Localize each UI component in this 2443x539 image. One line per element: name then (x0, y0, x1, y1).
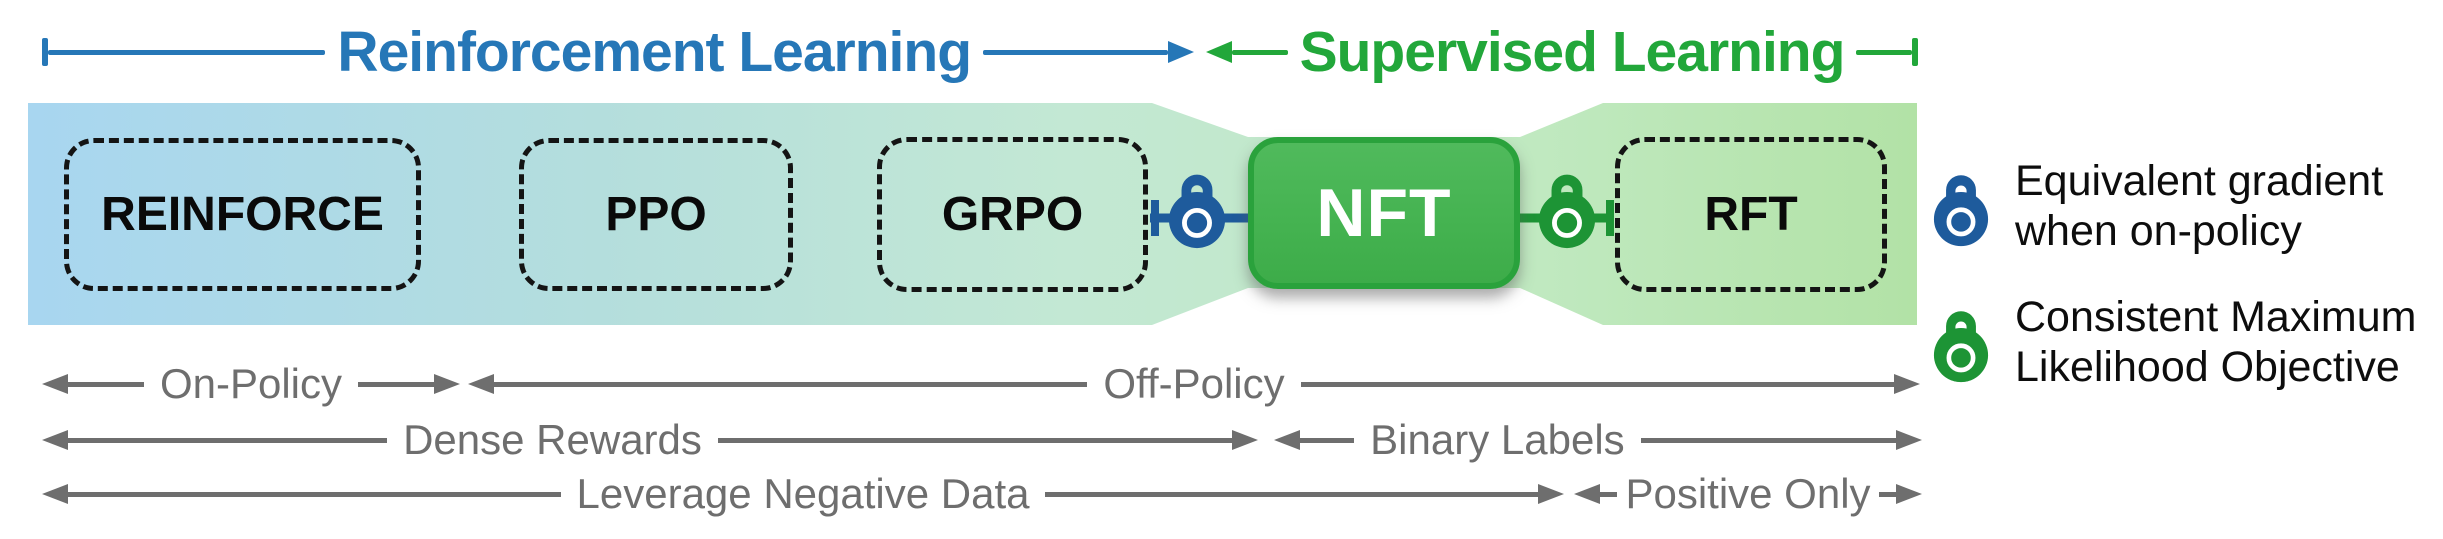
on-policy-label: On-Policy (159, 360, 343, 407)
arrowhead-left-icon (1574, 484, 1600, 504)
positive-only-label: Positive Only (1625, 470, 1871, 517)
grpo-label: GRPO (941, 188, 1084, 241)
arrowhead-right-icon (1896, 484, 1922, 504)
sl-header-label: Supervised Learning (1299, 20, 1846, 84)
rft-box: RFT (1615, 137, 1887, 292)
rft-label: RFT (1704, 188, 1798, 241)
blue-lock-icon (1933, 164, 1989, 248)
leverage-negative-data-label: Leverage Negative Data (576, 470, 1030, 517)
arrowhead-right-icon (1538, 484, 1564, 504)
rl-header-label: Reinforcement Learning (337, 20, 972, 84)
dense-rewards-measure: Dense Rewards (42, 416, 1258, 463)
sl-arrowhead-left-icon (1206, 41, 1232, 63)
binary-labels-label: Binary Labels (1370, 416, 1625, 463)
arrowhead-left-icon (468, 374, 494, 394)
arrowhead-left-icon (42, 484, 68, 504)
nft-box: NFT (1248, 137, 1520, 289)
legend-consistent-text: Consistent Maximum Likelihood Objective (2015, 293, 2417, 391)
ppo-box: PPO (519, 138, 793, 291)
reinforce-label: REINFORCE (101, 188, 384, 241)
off-policy-label: Off-Policy (1103, 360, 1285, 407)
on-policy-measure: On-Policy (42, 360, 460, 407)
nft-label: NFT (1316, 175, 1452, 251)
sl-end-bar (1912, 38, 1919, 66)
rl-header-measure: Reinforcement Learning (42, 20, 1194, 84)
arrowhead-right-icon (1894, 374, 1920, 394)
reinforce-box: REINFORCE (64, 138, 421, 291)
legend-equivalent-gradient: Equivalent gradient when on-policy (1933, 156, 2383, 256)
positive-only-measure: Positive Only (1574, 470, 1922, 517)
arrowhead-left-icon (42, 374, 68, 394)
green-lock-icon (1933, 300, 1989, 384)
sl-header-measure: Supervised Learning (1206, 20, 1919, 84)
arrowhead-right-icon (1232, 430, 1258, 450)
ppo-label: PPO (605, 188, 707, 241)
legend-equivalent-text: Equivalent gradient when on-policy (2015, 157, 2384, 255)
leverage-negative-data-measure: Leverage Negative Data (42, 470, 1564, 517)
binary-labels-measure: Binary Labels (1274, 416, 1922, 463)
arrowhead-left-icon (1274, 430, 1300, 450)
off-policy-measure: Off-Policy (468, 360, 1920, 407)
arrowhead-right-icon (434, 374, 460, 394)
legend-consistent-ml: Consistent Maximum Likelihood Objective (1933, 292, 2416, 392)
arrowhead-right-icon (1896, 430, 1922, 450)
dense-rewards-label: Dense Rewards (403, 416, 702, 463)
grpo-box: GRPO (877, 137, 1148, 292)
rl-start-bar (42, 38, 48, 66)
arrowhead-left-icon (42, 430, 68, 450)
rl-arrowhead-right-icon (1168, 41, 1194, 63)
